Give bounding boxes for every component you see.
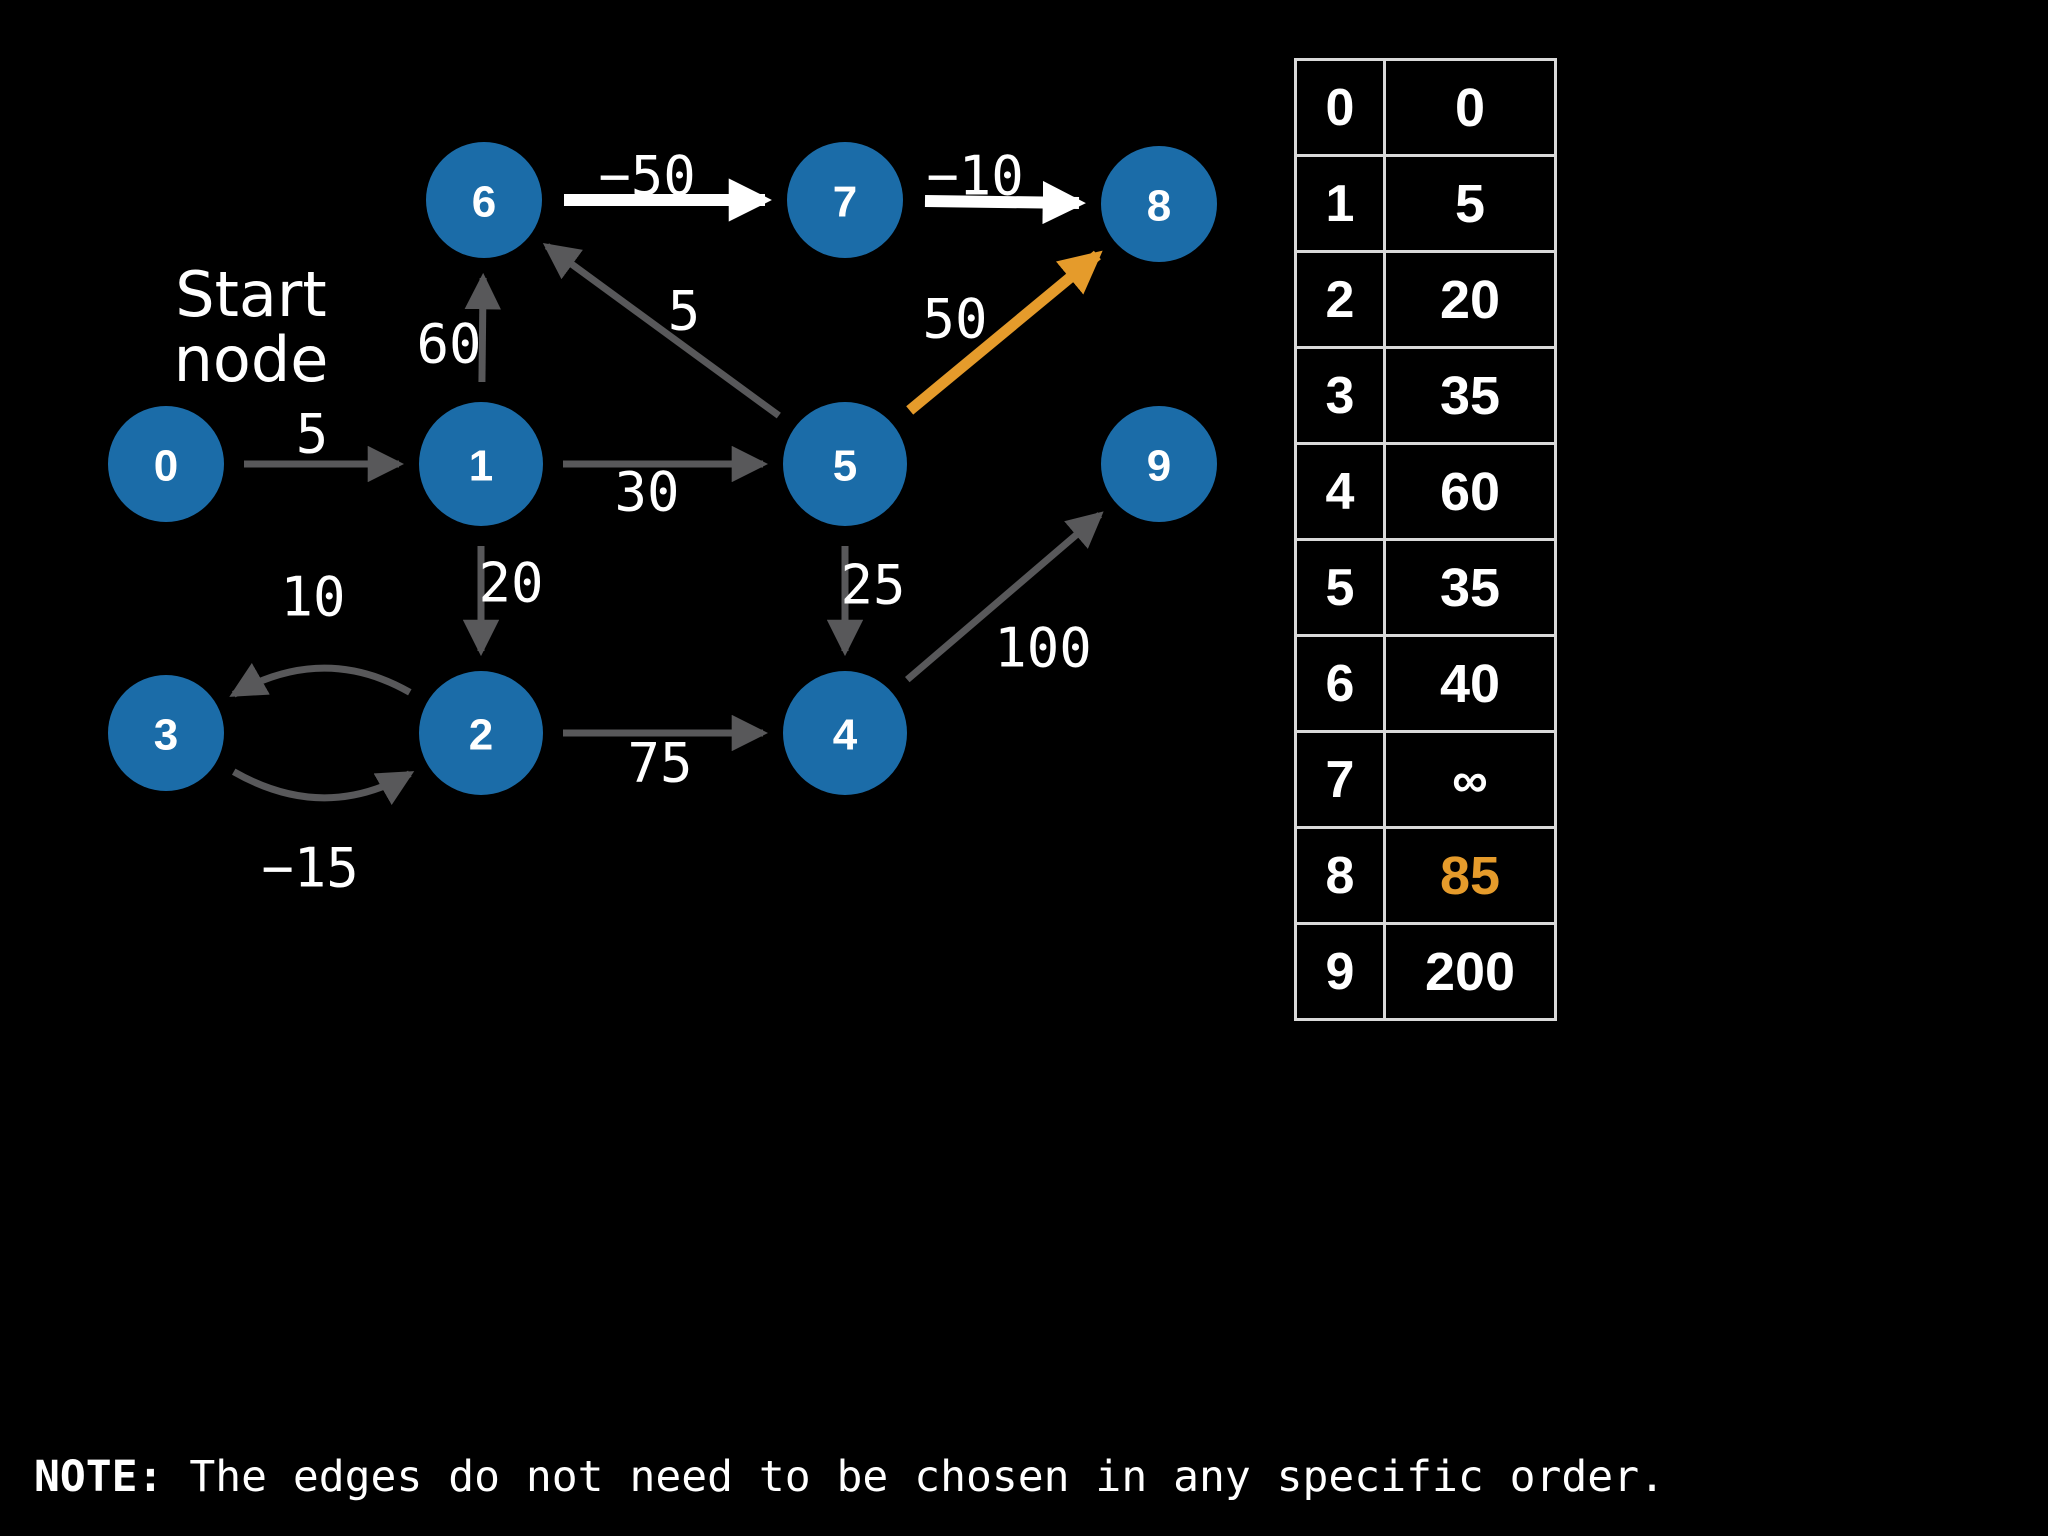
graph-node-9[interactable]: 9 bbox=[1101, 406, 1217, 522]
node-circle-4[interactable] bbox=[783, 671, 907, 795]
edge-weight-1-6: 60 bbox=[416, 313, 481, 376]
edge-weight-4-9: 100 bbox=[994, 617, 1092, 680]
edge-3-to-2 bbox=[231, 768, 415, 806]
node-circle-0[interactable] bbox=[108, 406, 224, 522]
graph-node-0[interactable]: 0 bbox=[108, 406, 224, 522]
distance-row-value: 5 bbox=[1383, 154, 1557, 253]
distance-row-value: 200 bbox=[1383, 922, 1557, 1021]
distance-row-node: 3 bbox=[1294, 346, 1386, 445]
node-layer: 0 1 2 3 4 5 6 7 8 9 bbox=[108, 142, 1217, 795]
edge-weight-0-1: 5 bbox=[296, 403, 329, 466]
distance-row-node: 7 bbox=[1294, 730, 1386, 829]
edge-4-to-9 bbox=[904, 511, 1104, 683]
distance-row-value: 85 bbox=[1383, 826, 1557, 925]
edge-weight-5-4: 25 bbox=[840, 554, 905, 617]
note-label: NOTE: bbox=[34, 1452, 164, 1502]
node-circle-9[interactable] bbox=[1101, 406, 1217, 522]
distance-row-value: 35 bbox=[1383, 346, 1557, 445]
edge-weight-1-2: 20 bbox=[478, 552, 543, 615]
graph-node-6[interactable]: 6 bbox=[426, 142, 542, 258]
distance-row-node: 2 bbox=[1294, 250, 1386, 349]
graph-node-1[interactable]: 1 bbox=[419, 402, 543, 526]
node-circle-7[interactable] bbox=[787, 142, 903, 258]
edge-weight-2-4: 75 bbox=[627, 732, 692, 795]
edge-weight-7-8: −10 bbox=[926, 145, 1024, 208]
distance-row-node: 0 bbox=[1294, 58, 1386, 157]
node-label-4: 4 bbox=[833, 711, 858, 760]
node-label-5: 5 bbox=[833, 442, 857, 491]
edge-weight-6-7: −50 bbox=[598, 145, 696, 208]
node-label-7: 7 bbox=[833, 178, 857, 227]
footer-note: NOTE: The edges do not need to be chosen… bbox=[34, 1452, 1665, 1502]
distance-row-node: 8 bbox=[1294, 826, 1386, 925]
node-label-0: 0 bbox=[154, 442, 178, 491]
graph-node-7[interactable]: 7 bbox=[787, 142, 903, 258]
edge-2-to-3 bbox=[229, 662, 412, 698]
edge-weight-3-2: −15 bbox=[261, 837, 359, 900]
distance-row-value: ∞ bbox=[1383, 730, 1557, 829]
edge-weight-5-8: 50 bbox=[922, 288, 987, 351]
distance-row-node: 6 bbox=[1294, 634, 1386, 733]
start-node-caption: Start node bbox=[173, 258, 329, 397]
node-circle-6[interactable] bbox=[426, 142, 542, 258]
distance-row-value: 20 bbox=[1383, 250, 1557, 349]
graph-node-2[interactable]: 2 bbox=[419, 671, 543, 795]
distance-row-node: 1 bbox=[1294, 154, 1386, 253]
node-label-9: 9 bbox=[1147, 442, 1171, 491]
node-label-1: 1 bbox=[469, 442, 493, 491]
graph-node-4[interactable]: 4 bbox=[783, 671, 907, 795]
distance-row-node: 4 bbox=[1294, 442, 1386, 541]
distance-row-node: 9 bbox=[1294, 922, 1386, 1021]
graph-node-8[interactable]: 8 bbox=[1101, 146, 1217, 262]
edge-7-to-8 bbox=[924, 180, 1086, 225]
graph-node-5[interactable]: 5 bbox=[783, 402, 907, 526]
node-circle-8[interactable] bbox=[1101, 146, 1217, 262]
node-label-2: 2 bbox=[469, 711, 493, 760]
node-circle-3[interactable] bbox=[108, 675, 224, 791]
distance-row-value: 40 bbox=[1383, 634, 1557, 733]
node-circle-1[interactable] bbox=[419, 402, 543, 526]
edge-layer bbox=[229, 178, 1104, 806]
note-text: The edges do not need to be chosen in an… bbox=[163, 1452, 1665, 1502]
node-circle-5[interactable] bbox=[783, 402, 907, 526]
distance-row-value: 0 bbox=[1383, 58, 1557, 157]
node-label-6: 6 bbox=[472, 178, 496, 227]
edge-5-to-6 bbox=[542, 243, 781, 419]
edge-weight-1-5: 30 bbox=[614, 461, 679, 524]
edge-5-to-8 bbox=[906, 250, 1103, 415]
edge-1-to-6 bbox=[464, 272, 501, 383]
edge-weight-2-3: 10 bbox=[280, 566, 345, 629]
edge-weight-5-6: 5 bbox=[668, 280, 701, 343]
graph-node-3[interactable]: 3 bbox=[108, 675, 224, 791]
distance-row-node: 5 bbox=[1294, 538, 1386, 637]
distance-row-value: 60 bbox=[1383, 442, 1557, 541]
distance-row-value: 35 bbox=[1383, 538, 1557, 637]
node-circle-2[interactable] bbox=[419, 671, 543, 795]
node-label-8: 8 bbox=[1147, 182, 1171, 231]
node-label-3: 3 bbox=[154, 711, 178, 760]
table-row: 7∞ bbox=[1294, 730, 1557, 829]
